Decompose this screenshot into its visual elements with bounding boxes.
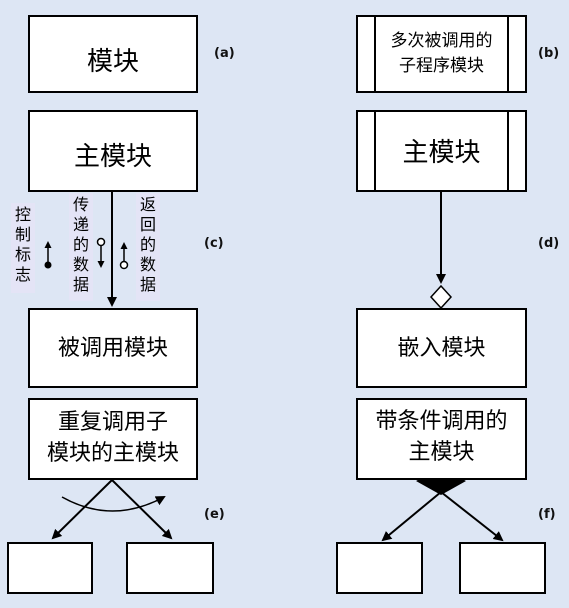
repeat-loop-curve [61,496,166,512]
left-bar [374,112,376,190]
embedded-module-label: 嵌入模块 [397,336,486,361]
main-module-box-c: 主模块 [28,110,198,192]
control-flag-symbol [44,241,52,269]
returned-data-label-bg [136,193,160,301]
subroutine-box-b: 多次被调用的 子程序模块 [356,15,527,93]
tag-b: (b) [538,46,560,61]
tag-a: (a) [214,46,235,61]
subroutine-label-line2: 子程序模块 [399,56,484,76]
passed-data-symbol [96,237,106,268]
returned-data-label: 返回的数据 [139,195,156,294]
main-module-box-d: 主模块 [356,110,527,192]
tag-c: (c) [204,236,224,251]
repeat-arrow-right [111,479,173,540]
main-module-label-d: 主模块 [402,138,481,168]
passed-data-label: 传递的数据 [72,195,89,294]
subroutine-label-line1: 多次被调用的 [390,31,493,51]
right-bar [507,112,509,190]
tag-d: (d) [538,236,560,251]
control-flag-label: 控制标志 [14,205,31,284]
repeat-arrow-left [51,479,113,540]
returned-data-symbol [119,242,129,270]
repeat-main-label-line2: 模块的主模块 [46,441,179,466]
repeat-main-module-box: 重复调用子 模块的主模块 [28,398,198,480]
left-bar [374,17,376,91]
tag-e: (e) [204,507,225,522]
conditional-main-module-box: 带条件调用的 主模块 [356,398,527,480]
called-module-label: 被调用模块 [57,336,168,361]
conditional-arrow-right [440,491,504,542]
open-diamond-icon [429,284,453,310]
conditional-child-right [459,542,546,594]
repeat-child-left [7,542,93,594]
passed-data-label-bg [69,193,93,301]
repeat-main-label-line1: 重复调用子 [57,410,168,435]
conditional-arrow-left [381,491,442,542]
conditional-child-left [336,542,423,594]
repeat-child-right [126,542,214,594]
tag-f: (f) [538,507,556,522]
conditional-main-label-line2: 主模块 [408,440,475,465]
right-bar [507,17,509,91]
conditional-main-label-line1: 带条件调用的 [375,409,508,434]
module-label: 模块 [86,47,139,77]
called-module-box: 被调用模块 [28,308,198,388]
embedded-module-box: 嵌入模块 [356,308,527,388]
module-box-a: 模块 [28,15,198,93]
control-flag-label-bg [11,203,35,293]
main-module-label-c: 主模块 [73,142,152,172]
